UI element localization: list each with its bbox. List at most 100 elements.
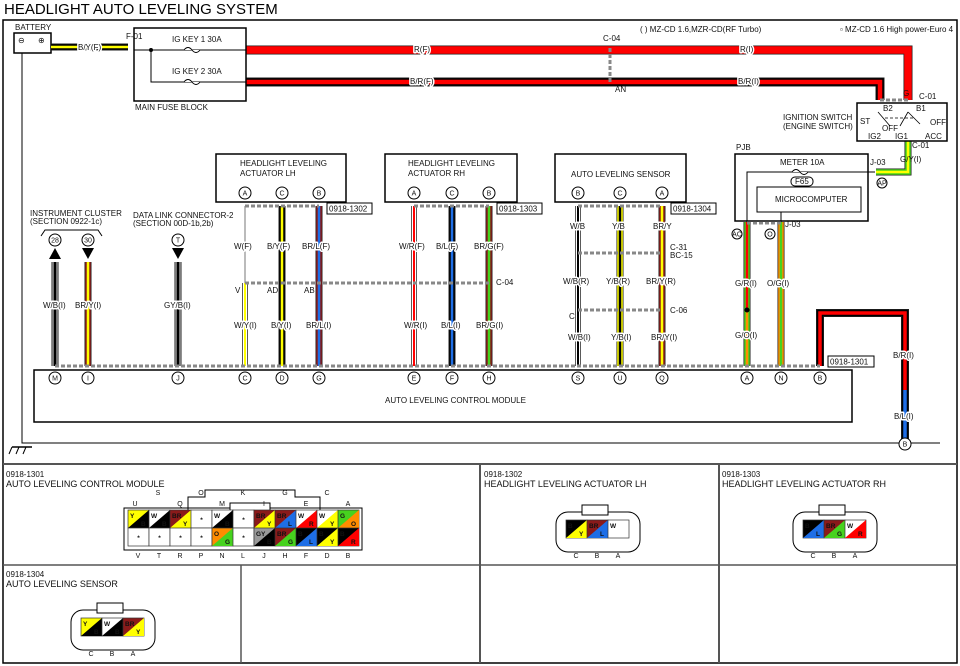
wires	[51, 43, 913, 440]
wire-label: BR/L(F)	[302, 242, 330, 251]
empty-terminal: *	[242, 517, 245, 524]
connector-terminal: WB	[148, 509, 171, 529]
actuator-rh-box	[384, 153, 518, 203]
connector-terminal: WY	[316, 509, 339, 529]
arrow-down-icon	[82, 248, 94, 259]
wire-label: W(F)	[234, 242, 252, 251]
pin-label: S	[156, 490, 161, 497]
terminal-stripe: L	[309, 539, 313, 546]
pin-circle	[445, 186, 459, 200]
terminal-color: G	[340, 513, 345, 520]
sensor-pin-B: B	[576, 191, 581, 198]
connector-terminal: *	[232, 509, 255, 529]
terminal-stripe: B	[141, 521, 146, 528]
connector-terminal: *	[148, 527, 171, 547]
terminal-color: Y	[83, 621, 88, 628]
acc-label: ACC	[925, 132, 942, 141]
f01-label: F-01	[126, 32, 143, 41]
cluster-label: INSTRUMENT CLUSTER	[30, 209, 122, 218]
panel-1303-name: HEADLIGHT LEVELING ACTUATOR RH	[722, 479, 886, 489]
actuator-lh-label-2: ACTUATOR LH	[240, 169, 296, 178]
conn-1301-tag: 0918-1301	[830, 358, 869, 367]
actuator_lh-pin-B: B	[317, 191, 322, 198]
wire-label: BR/Y(R)	[646, 277, 676, 286]
pin-label: J	[262, 553, 266, 560]
module-pin-S: S	[576, 376, 581, 383]
connector-terminal: BRY	[122, 617, 145, 637]
c-label: C	[569, 312, 575, 321]
terminal-color: W	[151, 513, 158, 520]
terminal-color: Y	[130, 513, 135, 520]
ground-icon	[8, 446, 32, 455]
pin-label: C	[88, 651, 93, 658]
pin-label: O	[198, 490, 204, 497]
pin-label: P	[199, 553, 204, 560]
actuator_rh-pin-B: B	[487, 191, 492, 198]
terminal-stripe: B	[267, 539, 272, 546]
pin-circle	[407, 371, 421, 385]
microcomputer-label: MICROCOMPUTER	[775, 195, 848, 204]
sensor-pin-C: C	[617, 191, 622, 198]
actuator_rh-pin-C: C	[449, 191, 454, 198]
legend-paren: ( ) MZ-CD 1.6,MZR-CD(RF Turbo)	[640, 25, 762, 34]
wire-label: BR/Y(I)	[75, 301, 102, 310]
pin-label: A	[131, 651, 136, 658]
pin-label: C	[324, 490, 329, 497]
pin-circle	[312, 371, 326, 385]
actuator_rh-pin-A: A	[412, 191, 417, 198]
terminal-stripe: B	[115, 629, 120, 636]
arrow-down-icon	[172, 248, 184, 259]
wire-label: Y/B(I)	[611, 333, 632, 342]
wire-label: B/Y(F)	[267, 242, 290, 251]
pin-label: C	[573, 553, 578, 560]
battery-label: BATTERY	[15, 23, 52, 32]
connector-terminal: *	[169, 527, 192, 547]
empty-terminal: *	[200, 517, 203, 524]
c01-label-2: C-01	[912, 141, 930, 150]
b2-label: B2	[883, 104, 893, 113]
pjb-box	[734, 153, 869, 222]
cluster-pin-28: 28	[51, 238, 59, 245]
latch-icon	[96, 602, 124, 614]
terminal-stripe: G	[837, 531, 842, 538]
module-pin-G: G	[316, 376, 321, 383]
terminal-stripe: Y	[579, 531, 584, 538]
empty-terminal: *	[158, 535, 161, 542]
actuator_lh-pin-C: C	[279, 191, 284, 198]
wire-label: W/B(I)	[43, 301, 66, 310]
wire-label: W/B(R)	[563, 277, 590, 286]
actuator-lh-box	[215, 153, 347, 203]
switch-contacts-icon	[877, 111, 921, 127]
g-label: G	[903, 89, 909, 98]
terminal-color: W	[610, 523, 617, 530]
terminal-color: B	[319, 531, 324, 538]
connector-terminal: BL	[295, 527, 318, 547]
sensor-pin-A: A	[660, 191, 665, 198]
pin-label: N	[219, 553, 224, 560]
pin-circle	[482, 371, 496, 385]
cluster-pin-30: 30	[84, 238, 92, 245]
connector-terminal: *	[190, 527, 213, 547]
module-pin-H: H	[486, 376, 491, 383]
conn-1303-tag: 0918-1303	[499, 205, 538, 214]
fuse-icon	[183, 47, 201, 53]
pin-label: V	[136, 553, 141, 560]
pin-circle	[445, 371, 459, 385]
terminal-color: BR	[256, 513, 266, 520]
pin-label: E	[304, 501, 309, 508]
c01-label: C-01	[919, 92, 937, 101]
connector-terminal: BY	[565, 519, 588, 539]
connector-terminal: *	[190, 509, 213, 529]
ground-line	[21, 53, 940, 444]
ignition-label: IGNITION SWITCH	[783, 113, 853, 122]
c04-label-2: C-04	[496, 278, 514, 287]
module-pin-J: J	[176, 376, 180, 383]
bri-label: B/R(I)	[738, 77, 759, 86]
legend-square: ▫ MZ-CD 1.6 High power-Euro 4	[840, 25, 954, 34]
terminal-color: W	[847, 523, 854, 530]
latch-icon	[581, 504, 609, 516]
pin-circle	[613, 186, 627, 200]
connector-terminal: W	[607, 519, 630, 539]
terminal-color: BR	[125, 621, 135, 628]
